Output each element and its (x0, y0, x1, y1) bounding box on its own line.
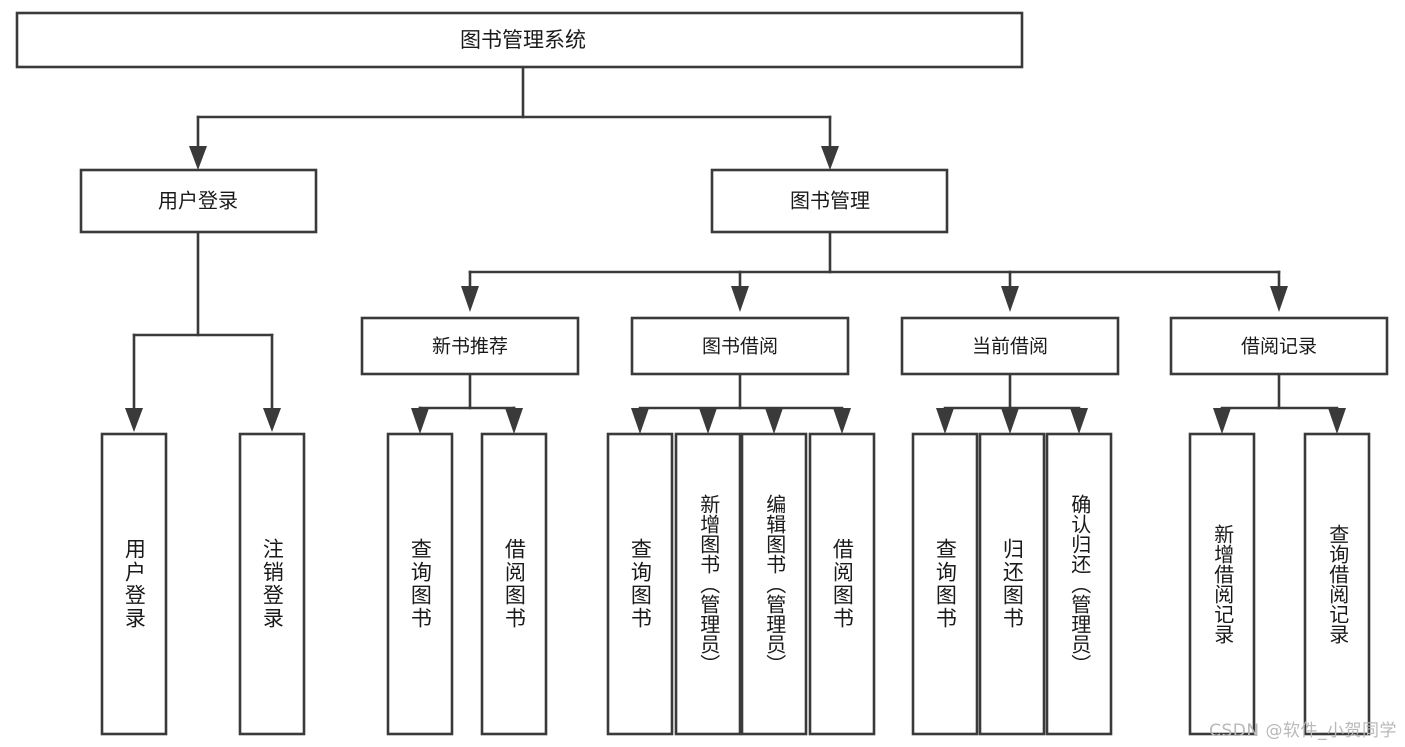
connector-group-book-manage (461, 230, 1288, 312)
node-label-current-borrow: 当前借阅 (972, 336, 1048, 358)
arrow-head-nb-leaf1 (411, 408, 429, 434)
node-box-root[interactable] (15, 11, 1024, 69)
leaf-box-cb-confirm-return[interactable] (1045, 432, 1113, 736)
node-box-user-login[interactable] (79, 168, 318, 234)
leaf-box-cb-query-book[interactable] (911, 432, 979, 736)
node-label-book-manage: 图书管理 (790, 189, 870, 213)
arrow-head-nb-leaf2 (505, 408, 523, 434)
leaf-box-logout[interactable] (238, 432, 306, 736)
connector-group-book-borrow (631, 372, 851, 434)
arrow-head-cb-leaf3 (1070, 408, 1088, 434)
arrow-head-bb-leaf4 (833, 408, 851, 434)
arrow-head-bb-leaf2 (699, 408, 717, 434)
connector-group-borrow-record (1213, 372, 1346, 434)
node-box-borrow-record[interactable] (1169, 316, 1389, 376)
arrow-head-br-leaf2 (1328, 408, 1346, 434)
arrow-head-br-leaf1 (1213, 408, 1231, 434)
connector-group-current-borrow (936, 372, 1088, 434)
arrow-head-leaf-logout (263, 408, 281, 432)
node-box-current-borrow[interactable] (900, 316, 1120, 376)
arrow-head-new-book (461, 286, 479, 312)
leaf-box-br-add-record[interactable] (1188, 432, 1256, 736)
leaf-box-bb-borrow-book[interactable] (808, 432, 876, 736)
node-label-root: 图书管理系统 (460, 28, 586, 52)
leaf-box-bb-edit-book[interactable] (740, 432, 808, 736)
arrow-head-cb-leaf2 (1001, 408, 1019, 434)
arrow-head-leaf-user-login (125, 408, 143, 432)
connector-group-root (189, 65, 839, 170)
node-box-book-manage[interactable] (710, 168, 949, 234)
leaf-box-br-query-record[interactable] (1303, 432, 1371, 736)
leaf-box-user-login[interactable] (100, 432, 168, 736)
arrow-head-book-borrow (731, 286, 749, 312)
arrow-head-current-borrow (1001, 286, 1019, 312)
arrow-head-cb-leaf1 (936, 408, 954, 434)
node-label-borrow-record: 借阅记录 (1241, 336, 1317, 358)
connector-group-new-book (411, 372, 523, 434)
arrow-head-bb-leaf3 (765, 408, 783, 434)
csdn-watermark: CSDN @软件_小贺同学 (1209, 721, 1397, 741)
arrow-head-book-manage (821, 146, 839, 170)
leaf-box-bb-add-book[interactable] (674, 432, 742, 736)
connector-group-user-login (125, 230, 281, 432)
arrow-head-borrow-record (1270, 286, 1288, 312)
leaf-box-bb-query-book[interactable] (606, 432, 674, 736)
arrow-head-bb-leaf1 (631, 408, 649, 434)
node-box-new-book-recommend[interactable] (360, 316, 580, 376)
node-label-book-borrow: 图书借阅 (702, 336, 778, 358)
node-label-user-login: 用户登录 (158, 189, 238, 213)
arrow-head-user-login (189, 146, 207, 170)
node-box-book-borrow[interactable] (630, 316, 850, 376)
leaf-box-nb-query-book[interactable] (386, 432, 454, 736)
leaf-box-cb-return-book[interactable] (978, 432, 1046, 736)
node-label-new-book-recommend: 新书推荐 (432, 336, 508, 358)
leaf-box-nb-borrow-book[interactable] (480, 432, 548, 736)
